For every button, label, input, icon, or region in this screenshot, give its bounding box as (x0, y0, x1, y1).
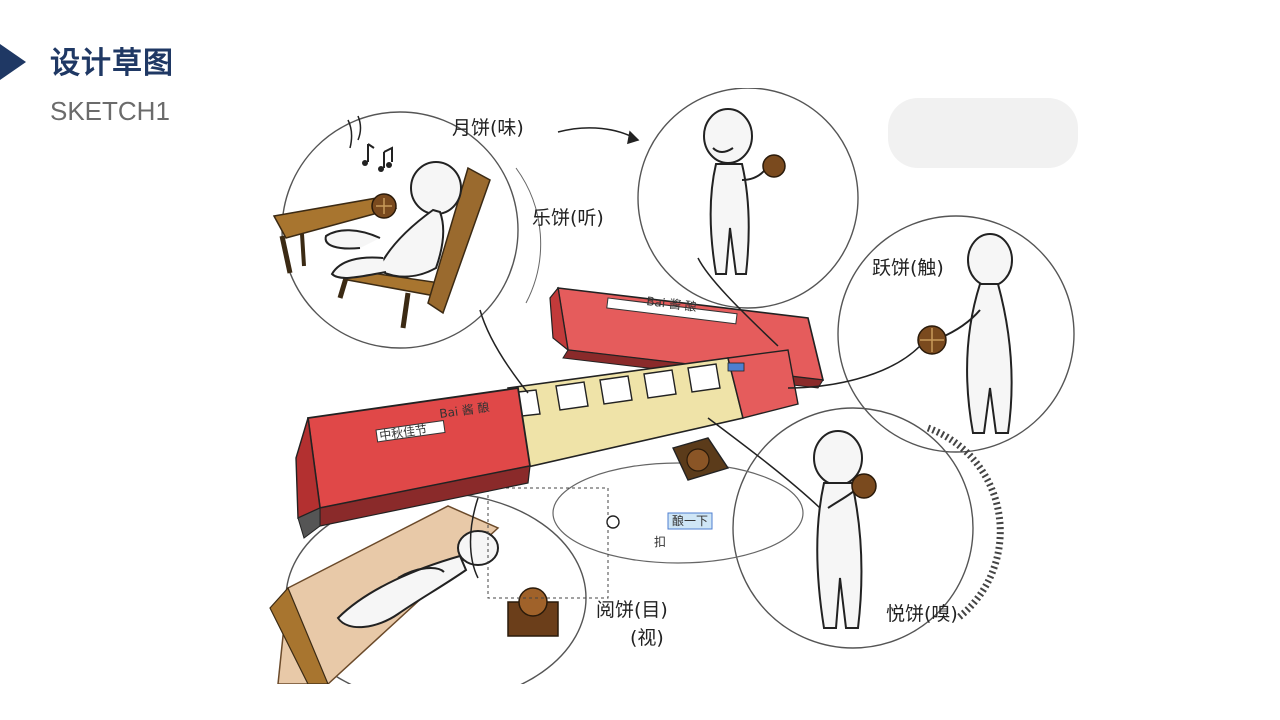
vignette-hatch-smell (926, 424, 1004, 621)
design-sketch-illustration: 月饼(味) 乐饼(听) 跃饼(触) 阅饼(目) (视) 悦饼(嗅) Bai 酱 … (268, 88, 1084, 684)
mooncake-tray (507, 349, 799, 469)
mooncake-box-front (295, 386, 532, 539)
page-title: 设计草图 (50, 46, 174, 81)
smell-scene (813, 430, 877, 629)
label-smell: 悦饼(嗅) (886, 603, 958, 625)
listen-scene (272, 115, 491, 329)
title-marker-triangle (0, 44, 26, 80)
page-subtitle: SKETCH1 (50, 96, 170, 126)
box-brand-text: Bai 酱 酿 (438, 399, 490, 421)
box-label-strip (375, 419, 446, 443)
tag-card (667, 512, 713, 530)
vignette-circle-taste (637, 88, 859, 309)
vignette-circle-listen-extra (515, 167, 542, 304)
box-label-text: 中秋佳节 (378, 421, 428, 443)
vignette-circle-touch (837, 215, 1075, 453)
vignette-circle-smell (732, 407, 974, 649)
smudge-shadow (888, 98, 1078, 168)
label-see: 阅饼(目) (596, 599, 668, 621)
box-back-brand-text: Bai 酱 酿 (646, 293, 698, 314)
taste-scene (703, 108, 786, 275)
tag-text: 酿一下 (672, 513, 708, 528)
mooncake-tag (606, 437, 730, 530)
buckle-text: 扣 (654, 535, 666, 549)
label-see-sub: (视) (630, 627, 664, 649)
label-taste: 月饼(味) (452, 117, 524, 139)
vignette-ellipse-tag (552, 462, 804, 564)
see-scene (269, 487, 609, 684)
label-touch: 跃饼(触) (872, 257, 944, 279)
connector-lines (469, 127, 921, 579)
label-hear: 乐饼(听) (532, 207, 604, 229)
touch-scene (917, 233, 1013, 434)
